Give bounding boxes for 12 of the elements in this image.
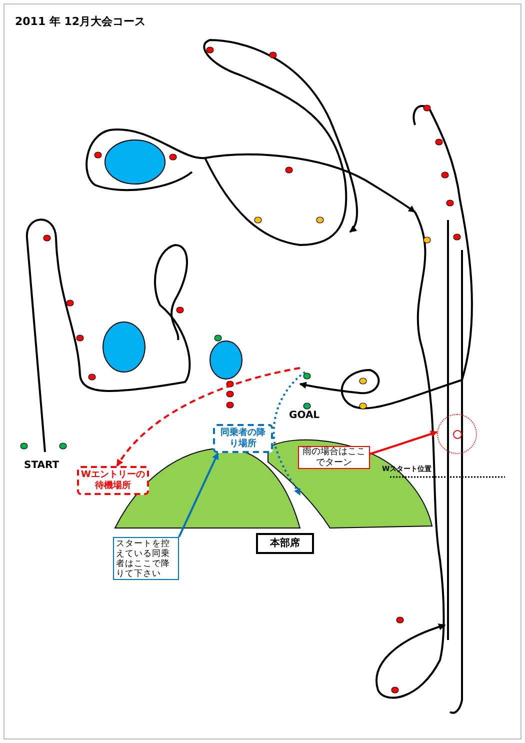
arrow [116, 367, 300, 467]
arrow [178, 452, 219, 538]
map-label: GOAL [289, 410, 320, 421]
arrow [370, 430, 438, 455]
title: 2011 年 12月大会コース [15, 14, 146, 29]
map-label: START [24, 460, 60, 471]
note-box: 雨の場合はここでターン [298, 446, 370, 469]
turn-circle [437, 414, 477, 454]
note-box: スタートを控えている同乗者はここで降りて下さい [113, 537, 179, 580]
headquarters-box: 本部席 [256, 533, 314, 554]
drop-off-box: 同乗者の降り場所 [213, 424, 273, 453]
waiting-area-box: Wエントリーの待機場所 [77, 466, 149, 495]
